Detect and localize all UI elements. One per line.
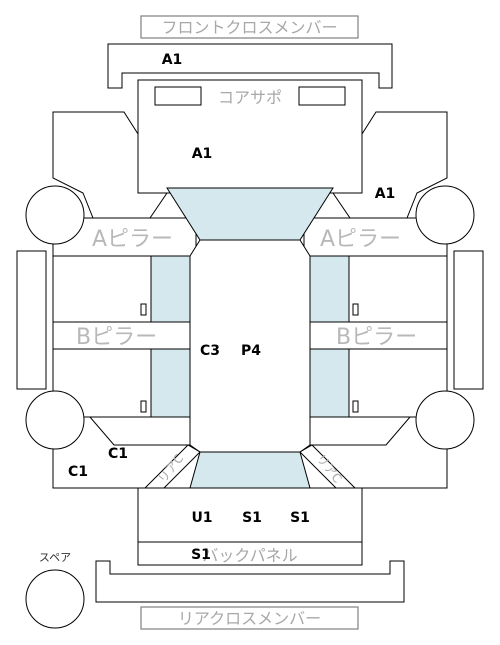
trunk-lid[interactable] <box>137 487 363 543</box>
rear-cross-member-label: リアクロスメンバー <box>178 609 321 628</box>
rear-left-wheel[interactable] <box>25 390 85 450</box>
rear-cross-member-box <box>140 606 359 630</box>
trunk-code-2: S1 <box>242 510 262 526</box>
rear-bumper[interactable] <box>95 560 405 603</box>
left-b-pillar-label: Bピラー <box>76 325 157 350</box>
core-support-code: A1 <box>192 146 213 162</box>
rear-window[interactable] <box>189 451 311 489</box>
right-a-pillar-label: Aピラー <box>320 227 401 252</box>
left-a-pillar-label: Aピラー <box>92 227 173 252</box>
right-b-pillar-label: Bピラー <box>336 325 417 350</box>
right-front-window[interactable] <box>309 255 350 323</box>
front-bumper[interactable] <box>107 43 393 89</box>
roof-left-code: C3 <box>200 343 220 359</box>
right-headlight[interactable] <box>298 86 346 106</box>
right-rear-door-handle[interactable] <box>352 400 359 413</box>
right-rear-window[interactable] <box>309 348 350 418</box>
right-front-door-handle[interactable] <box>352 303 359 316</box>
left-front-window[interactable] <box>150 255 191 323</box>
left-headlight[interactable] <box>154 86 202 106</box>
left-side-step[interactable] <box>16 250 47 390</box>
core-support-label: コアサポ <box>218 88 282 107</box>
rear-right-wheel[interactable] <box>415 390 475 450</box>
left-rear-window[interactable] <box>150 348 191 418</box>
back-panel[interactable] <box>137 541 363 566</box>
right-side-step[interactable] <box>453 250 484 390</box>
left-front-door-handle[interactable] <box>140 303 147 316</box>
front-member-code: A1 <box>162 52 183 68</box>
left-rear-door-handle[interactable] <box>140 400 147 413</box>
left-front-fender[interactable] <box>52 111 168 219</box>
back-panel-code: S1 <box>191 547 211 563</box>
right-front-fender[interactable] <box>332 111 448 219</box>
trunk-code-3: S1 <box>290 510 310 526</box>
back-panel-label: バックパネル <box>202 546 297 565</box>
roof-code: P4 <box>241 343 261 359</box>
rear-left-outer-code: C1 <box>68 464 88 480</box>
spare-tire[interactable] <box>25 569 85 629</box>
front-cross-member-box <box>140 15 359 39</box>
front-right-wheel[interactable] <box>415 185 475 245</box>
front-left-wheel[interactable] <box>25 185 85 245</box>
trunk-code-1: U1 <box>191 510 212 526</box>
rear-left-inner-code: C1 <box>108 446 128 462</box>
front-cross-member-label: フロントクロスメンバー <box>161 18 337 37</box>
left-b-pillar[interactable] <box>52 321 191 350</box>
front-right-code: A1 <box>375 186 396 202</box>
spare-tire-label: スペア <box>39 551 71 564</box>
